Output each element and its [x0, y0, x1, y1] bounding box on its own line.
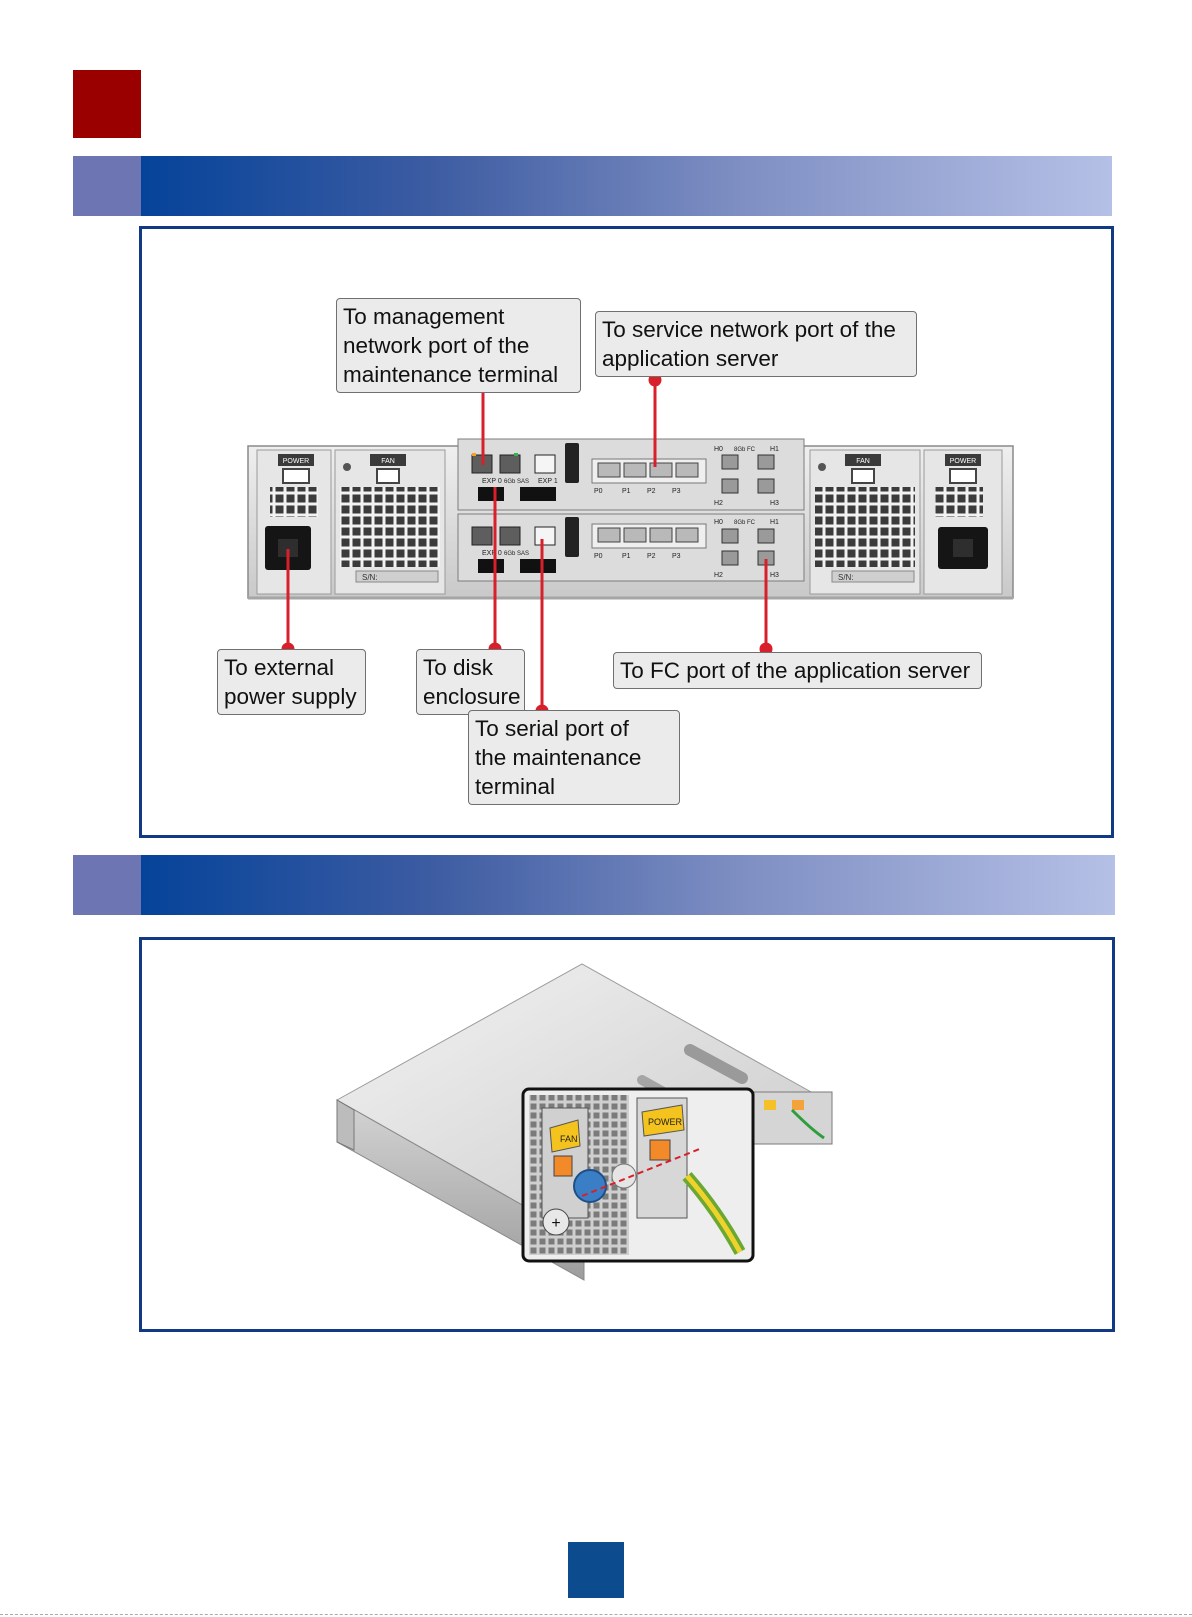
sn-label-left: S/N:: [362, 573, 378, 582]
h2-label-b: H2: [714, 572, 723, 579]
p3-label-a: P3: [672, 488, 681, 495]
controller-a: EXP 0 EXP 1 6Gb SAS P0 P1 P2 P3 H0 H1 8G…: [457, 438, 805, 511]
inset-fan-label: FAN: [560, 1134, 578, 1144]
callout-service-port: To service network port of the applicati…: [595, 311, 917, 377]
fan-label-left: FAN: [381, 458, 395, 465]
exp0-label-b: EXP 0: [482, 550, 502, 557]
fan-label-right: FAN: [856, 458, 870, 465]
h3-label-a: H3: [770, 500, 779, 507]
section-header-band-2: [73, 855, 1115, 915]
section-header-stub: [73, 156, 141, 216]
p2-label-a: P2: [647, 488, 656, 495]
sas-label-b: 6Gb SAS: [504, 551, 529, 557]
psu-right: POWER: [923, 449, 1003, 595]
p2-label-b: P2: [647, 553, 656, 560]
p1-label-b: P1: [622, 553, 631, 560]
callout-external-power: To external power supply: [217, 649, 366, 715]
cabling-diagram-frame: POWER FAN S/N: EXP 0 EXP 1: [139, 226, 1114, 838]
callout-disk-enclosure: To disk enclosure: [416, 649, 525, 715]
sas-label-a: 6Gb SAS: [504, 479, 529, 485]
zoom-inset: FAN POWER +: [521, 1087, 755, 1263]
psu-power-label-right: POWER: [950, 458, 976, 465]
p0-label-a: P0: [594, 488, 603, 495]
section-header-bar-2: [141, 855, 1115, 915]
psu-left: POWER: [256, 449, 332, 595]
fc-label-b: 8Gb FC: [734, 520, 756, 526]
callout-fc-port: To FC port of the application server: [613, 652, 982, 689]
section-header-band: [73, 156, 1112, 216]
fan-left: FAN S/N:: [334, 449, 446, 595]
service-port-p2-a: [649, 462, 673, 478]
installation-illustration-frame: FAN POWER +: [139, 937, 1115, 1332]
psu-power-label: POWER: [283, 458, 309, 465]
h1-label-a: H1: [770, 446, 779, 453]
ground-cable-illustration: FAN POWER +: [335, 963, 833, 1281]
exp0-label-a: EXP 0: [482, 478, 502, 485]
callout-serial-port: To serial port of the maintenance termin…: [468, 710, 680, 805]
fc-label-a: 8Gb FC: [734, 447, 756, 453]
p3-label-b: P3: [672, 553, 681, 560]
fan-right: FAN S/N:: [809, 449, 921, 595]
controller-b: EXP 0 6Gb SAS P0 P1 P2 P3 H0 H1 8Gb FC H…: [457, 513, 805, 582]
sn-label-right: S/N:: [838, 573, 854, 582]
h2-label-a: H2: [714, 500, 723, 507]
callout-management-port: To management network port of the mainte…: [336, 298, 581, 393]
h1-label-b: H1: [770, 519, 779, 526]
inset-power-label: POWER: [648, 1117, 683, 1127]
screw-plus-label: +: [551, 1215, 560, 1232]
rotate-arrow-icon: [573, 1169, 607, 1203]
exp1-label-a: EXP 1: [538, 478, 558, 485]
h3-label-b: H3: [770, 572, 779, 579]
section-header-bar: [141, 156, 1112, 216]
serial-port-b: [534, 526, 556, 546]
h0-label-b: H0: [714, 519, 723, 526]
page-number-block: [568, 1542, 624, 1598]
section-header-stub-2: [73, 855, 141, 915]
chapter-marker: [73, 70, 141, 138]
page-edge-divider: [0, 1614, 1192, 1615]
h0-label-a: H0: [714, 446, 723, 453]
p0-label-b: P0: [594, 553, 603, 560]
p1-label-a: P1: [622, 488, 631, 495]
